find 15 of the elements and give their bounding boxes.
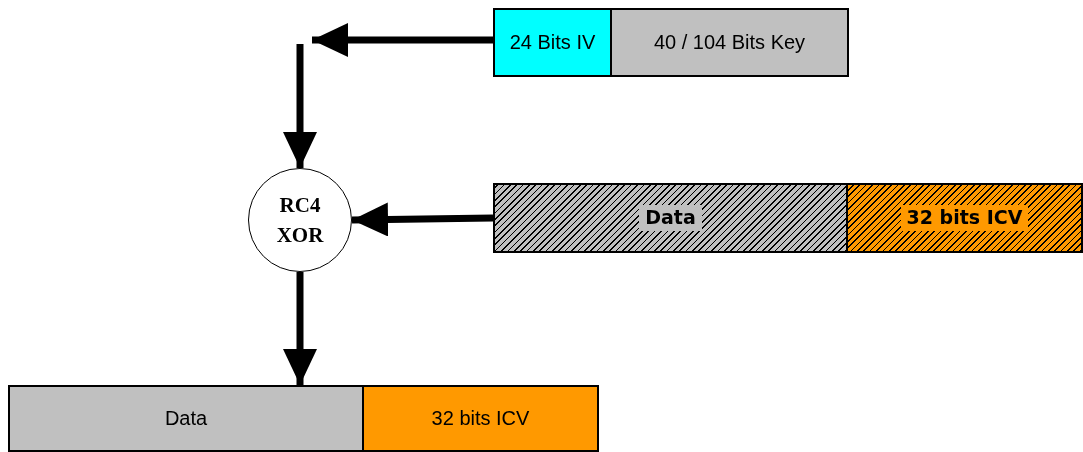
arrow <box>351 202 494 237</box>
field-label: 24 Bits IV <box>509 30 596 55</box>
key-field-box <box>610 8 849 77</box>
field-label: 40 / 104 Bits Key <box>653 30 806 55</box>
data-field-box <box>493 183 848 253</box>
iv-field-box <box>493 8 612 77</box>
field-label: RC4 XOR <box>275 191 325 249</box>
arrow <box>283 272 317 385</box>
data-field-box <box>8 385 364 452</box>
field-label: Data <box>639 205 702 231</box>
icv-field-box <box>846 183 1083 253</box>
field-label: 32 bits ICV <box>900 205 1029 231</box>
icv-field-box <box>362 385 599 452</box>
field-label: 32 bits ICV <box>431 406 530 431</box>
field-label: Data <box>164 406 208 431</box>
